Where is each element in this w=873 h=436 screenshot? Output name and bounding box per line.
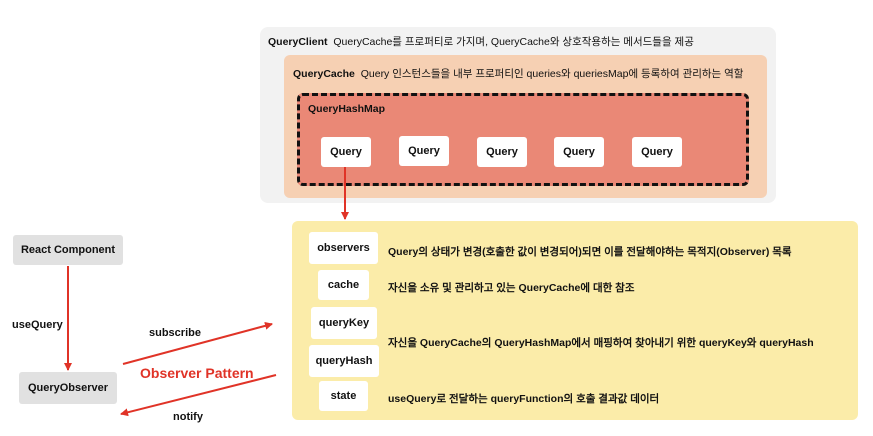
query-chip: Query: [321, 137, 371, 167]
react-component-box: React Component: [13, 235, 123, 265]
query-chip: Query: [477, 137, 527, 167]
query-chip: Query: [399, 136, 449, 166]
field-observers: observers: [309, 232, 378, 264]
query-detail-box: [292, 221, 858, 420]
notify-arrow: [120, 374, 277, 417]
query-cache-header: QueryCache Query 인스턴스들을 내부 프로퍼티인 queries…: [293, 66, 743, 81]
query-cache-desc: Query 인스턴스들을 내부 프로퍼티인 queries와 queriesMa…: [360, 68, 744, 80]
query-cache-title: QueryCache: [293, 68, 355, 80]
query-chip: Query: [554, 137, 604, 167]
field-observers-desc: Query의 상태가 변경(호출한 값이 변경되어)되면 이를 전달해야하는 목…: [388, 246, 792, 258]
notify-label: notify: [173, 411, 203, 423]
field-querykey: queryKey: [311, 307, 377, 339]
field-state: state: [319, 381, 368, 411]
query-client-desc: QueryCache를 프로퍼티로 가지며, QueryCache와 상호작용하…: [333, 36, 694, 48]
query-observer-box: QueryObserver: [19, 372, 117, 404]
query-hash-map-title: QueryHashMap: [308, 103, 386, 115]
query-client-title: QueryClient: [268, 36, 328, 48]
field-cache-desc: 자신을 소유 및 관리하고 있는 QueryCache에 대한 참조: [388, 282, 635, 294]
subscribe-label: subscribe: [149, 327, 201, 339]
query-client-header: QueryClient QueryCache를 프로퍼티로 가지며, Query…: [268, 34, 694, 49]
query-chip: Query: [632, 137, 682, 167]
field-cache: cache: [318, 270, 369, 300]
field-querykey-desc: 자신을 QueryCache의 QueryHashMap에서 매핑하여 찾아내기…: [388, 337, 814, 349]
use-query-label: useQuery: [12, 319, 63, 331]
field-queryhash: queryHash: [309, 345, 379, 377]
observer-pattern-label: Observer Pattern: [140, 365, 254, 381]
subscribe-arrow: [122, 321, 273, 365]
field-state-desc: useQuery로 전달하는 queryFunction의 호출 결과값 데이터: [388, 393, 660, 405]
